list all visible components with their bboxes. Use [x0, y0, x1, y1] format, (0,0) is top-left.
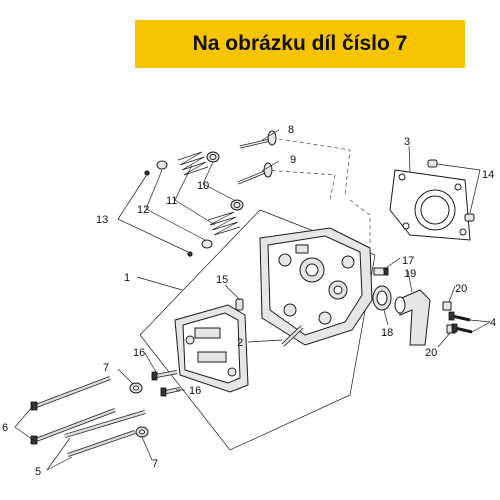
- callout-3: 3: [404, 136, 410, 148]
- cylinder-head: [259, 227, 373, 346]
- banner-text: Na obrázku díl číslo 7: [192, 32, 408, 55]
- washer-part-7: [129, 382, 149, 438]
- valve-dashed-guide-1: [271, 137, 351, 196]
- callout-9: 9: [290, 154, 296, 166]
- callout-12: 12: [137, 204, 149, 216]
- callout-7-upper: 7: [103, 362, 109, 374]
- callout-18: 18: [381, 327, 393, 339]
- leader-lines: [14, 129, 491, 471]
- valve-dashed-guide-2: [264, 169, 336, 201]
- callout-labels: 8 9 10 11 12 13 3 14 1 15 2 17 18 19 20 …: [2, 124, 496, 478]
- callout-15: 15: [216, 274, 228, 286]
- head-gasket-part-3: [389, 169, 471, 241]
- dowel-part-14: [427, 159, 475, 222]
- callout-5-left: 5: [35, 466, 41, 478]
- long-stud-part-5: [64, 410, 146, 457]
- callout-13: 13: [96, 214, 108, 226]
- stud-part-2: [281, 325, 304, 347]
- callout-8: 8: [288, 124, 294, 136]
- screw-part-4: [448, 311, 473, 334]
- bolt-part-16: [151, 370, 181, 397]
- head-dashed-guide: [349, 199, 371, 245]
- callout-7-lower: 7: [152, 458, 158, 470]
- plug-part-17: [373, 267, 389, 276]
- callout-17: 17: [402, 255, 414, 267]
- callout-20-top: 20: [455, 283, 467, 295]
- callout-4: 4: [490, 317, 496, 329]
- long-bolt-part-6: [30, 376, 116, 445]
- callout-16-lower: 16: [189, 385, 201, 397]
- sleeve-part-15: [235, 298, 244, 311]
- valve-retainer-part-10: [206, 151, 244, 211]
- callout-11: 11: [166, 195, 177, 207]
- callout-14: 14: [482, 169, 494, 181]
- pin-part-13: [144, 170, 193, 257]
- highlight-banner: Na obrázku díl číslo 7: [135, 20, 465, 68]
- valve-part-9: [237, 162, 273, 185]
- valve-part-8: [239, 130, 277, 149]
- cam-carrier: [174, 304, 249, 393]
- elbow-part-19: [394, 289, 431, 346]
- callout-1: 1: [124, 272, 130, 284]
- callout-2: 2: [237, 337, 243, 349]
- cap-part-18: [372, 285, 392, 311]
- callout-6-left: 6: [2, 422, 8, 434]
- spring-seat-part-12: [156, 160, 213, 249]
- callout-19: 19: [404, 268, 416, 280]
- callout-20-bottom: 20: [425, 347, 437, 359]
- callout-16-upper: 16: [133, 347, 145, 359]
- callout-10: 10: [197, 180, 209, 192]
- valve-spring-part-11: [177, 151, 241, 236]
